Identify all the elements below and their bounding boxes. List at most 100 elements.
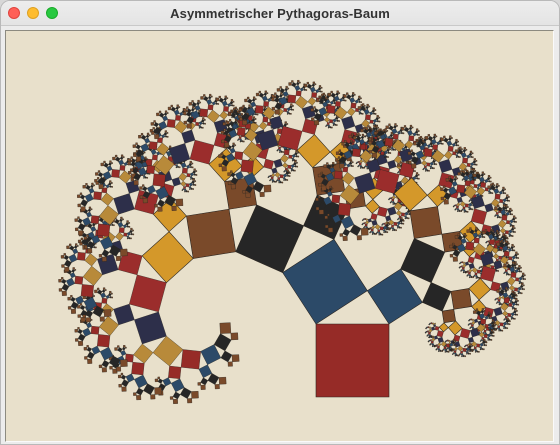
- tree-square: [504, 192, 507, 195]
- tree-square: [61, 277, 64, 280]
- tree-square: [407, 151, 412, 155]
- tree-square: [135, 144, 141, 150]
- tree-square: [490, 329, 494, 332]
- tree-square: [371, 233, 374, 236]
- tree-square: [497, 215, 501, 219]
- tree-square: [368, 137, 372, 142]
- tree-square: [408, 126, 413, 131]
- tree-square: [344, 140, 347, 143]
- tree-square: [400, 131, 404, 135]
- tree-square: [145, 134, 150, 139]
- tree-square: [397, 163, 401, 167]
- tree-square: [464, 270, 467, 274]
- tree-square: [183, 186, 186, 189]
- tree-square: [502, 191, 505, 195]
- tree-square: [400, 217, 403, 220]
- tree-square: [118, 227, 125, 234]
- tree-square: [332, 124, 335, 127]
- title-bar[interactable]: Asymmetrischer Pythagoras-Baum: [1, 1, 559, 26]
- tree-square: [70, 301, 79, 310]
- tree-square: [223, 97, 228, 101]
- tree-square: [504, 269, 508, 273]
- tree-square: [109, 185, 112, 188]
- tree-square: [263, 158, 274, 170]
- tree-square: [362, 218, 365, 221]
- tree-square: [463, 147, 466, 150]
- tree-square: [426, 169, 429, 172]
- tree-square: [387, 151, 390, 154]
- tree-square: [63, 254, 69, 261]
- tree-square: [507, 313, 512, 317]
- tree-square: [73, 245, 78, 249]
- tree-square: [522, 277, 525, 281]
- tree-square: [326, 105, 336, 114]
- tree-square: [389, 201, 392, 204]
- tree-square: [113, 193, 135, 215]
- tree-square: [102, 287, 106, 290]
- tree-square: [361, 166, 364, 169]
- tree-square: [96, 287, 100, 291]
- tree-square: [320, 86, 323, 89]
- tree-square: [166, 132, 169, 134]
- tree-square: [180, 349, 201, 370]
- tree-square: [507, 273, 510, 276]
- tree-square: [295, 90, 302, 97]
- tree-square: [213, 333, 232, 352]
- minimize-button[interactable]: [27, 7, 39, 19]
- tree-square: [130, 161, 136, 167]
- tree-square: [493, 324, 496, 327]
- zoom-button[interactable]: [46, 7, 58, 19]
- tree-square: [91, 345, 101, 355]
- tree-square: [511, 317, 515, 320]
- tree-square: [204, 119, 206, 121]
- tree-square: [223, 128, 226, 131]
- tree-square: [238, 108, 243, 112]
- tree-square: [373, 232, 376, 235]
- tree-square: [111, 162, 113, 164]
- tree-square: [357, 164, 360, 167]
- tree-square: [405, 161, 409, 164]
- tree-square: [112, 368, 118, 374]
- tree-square: [460, 265, 463, 268]
- tree-square: [282, 151, 284, 153]
- tree-square: [517, 257, 520, 259]
- tree-square: [389, 148, 391, 151]
- tree-square: [497, 237, 500, 240]
- tree-square: [252, 96, 256, 99]
- tree-square: [473, 158, 476, 161]
- tree-square: [504, 206, 507, 208]
- tree-square: [503, 271, 506, 274]
- close-button[interactable]: [8, 7, 20, 19]
- tree-square: [496, 216, 499, 219]
- tree-square: [461, 179, 464, 181]
- tree-square: [276, 88, 281, 92]
- tree-square: [468, 319, 470, 322]
- tree-square: [426, 162, 431, 167]
- tree-square: [505, 240, 508, 243]
- tree-square: [318, 96, 322, 100]
- tree-square: [471, 350, 474, 352]
- tree-square: [462, 157, 468, 164]
- tree-square: [433, 344, 436, 348]
- tree-square: [143, 151, 146, 154]
- tree-square: [515, 251, 518, 254]
- tree-square: [415, 128, 419, 131]
- tree-square: [324, 224, 329, 229]
- tree-square: [471, 320, 476, 325]
- tree-square: [374, 109, 377, 111]
- tree-square: [429, 167, 432, 170]
- tree-square: [365, 105, 369, 110]
- tree-square: [513, 227, 516, 229]
- tree-square: [195, 170, 198, 172]
- tree-square: [77, 239, 82, 244]
- tree-square: [364, 165, 367, 168]
- tree-square: [337, 156, 341, 159]
- tree-square: [339, 233, 344, 237]
- tree-square: [118, 159, 125, 166]
- tree-square: [286, 174, 290, 177]
- tree-square: [362, 222, 365, 225]
- tree-square: [98, 172, 104, 178]
- tree-square: [317, 173, 322, 178]
- tree-square: [508, 319, 511, 322]
- tree-square: [450, 347, 454, 351]
